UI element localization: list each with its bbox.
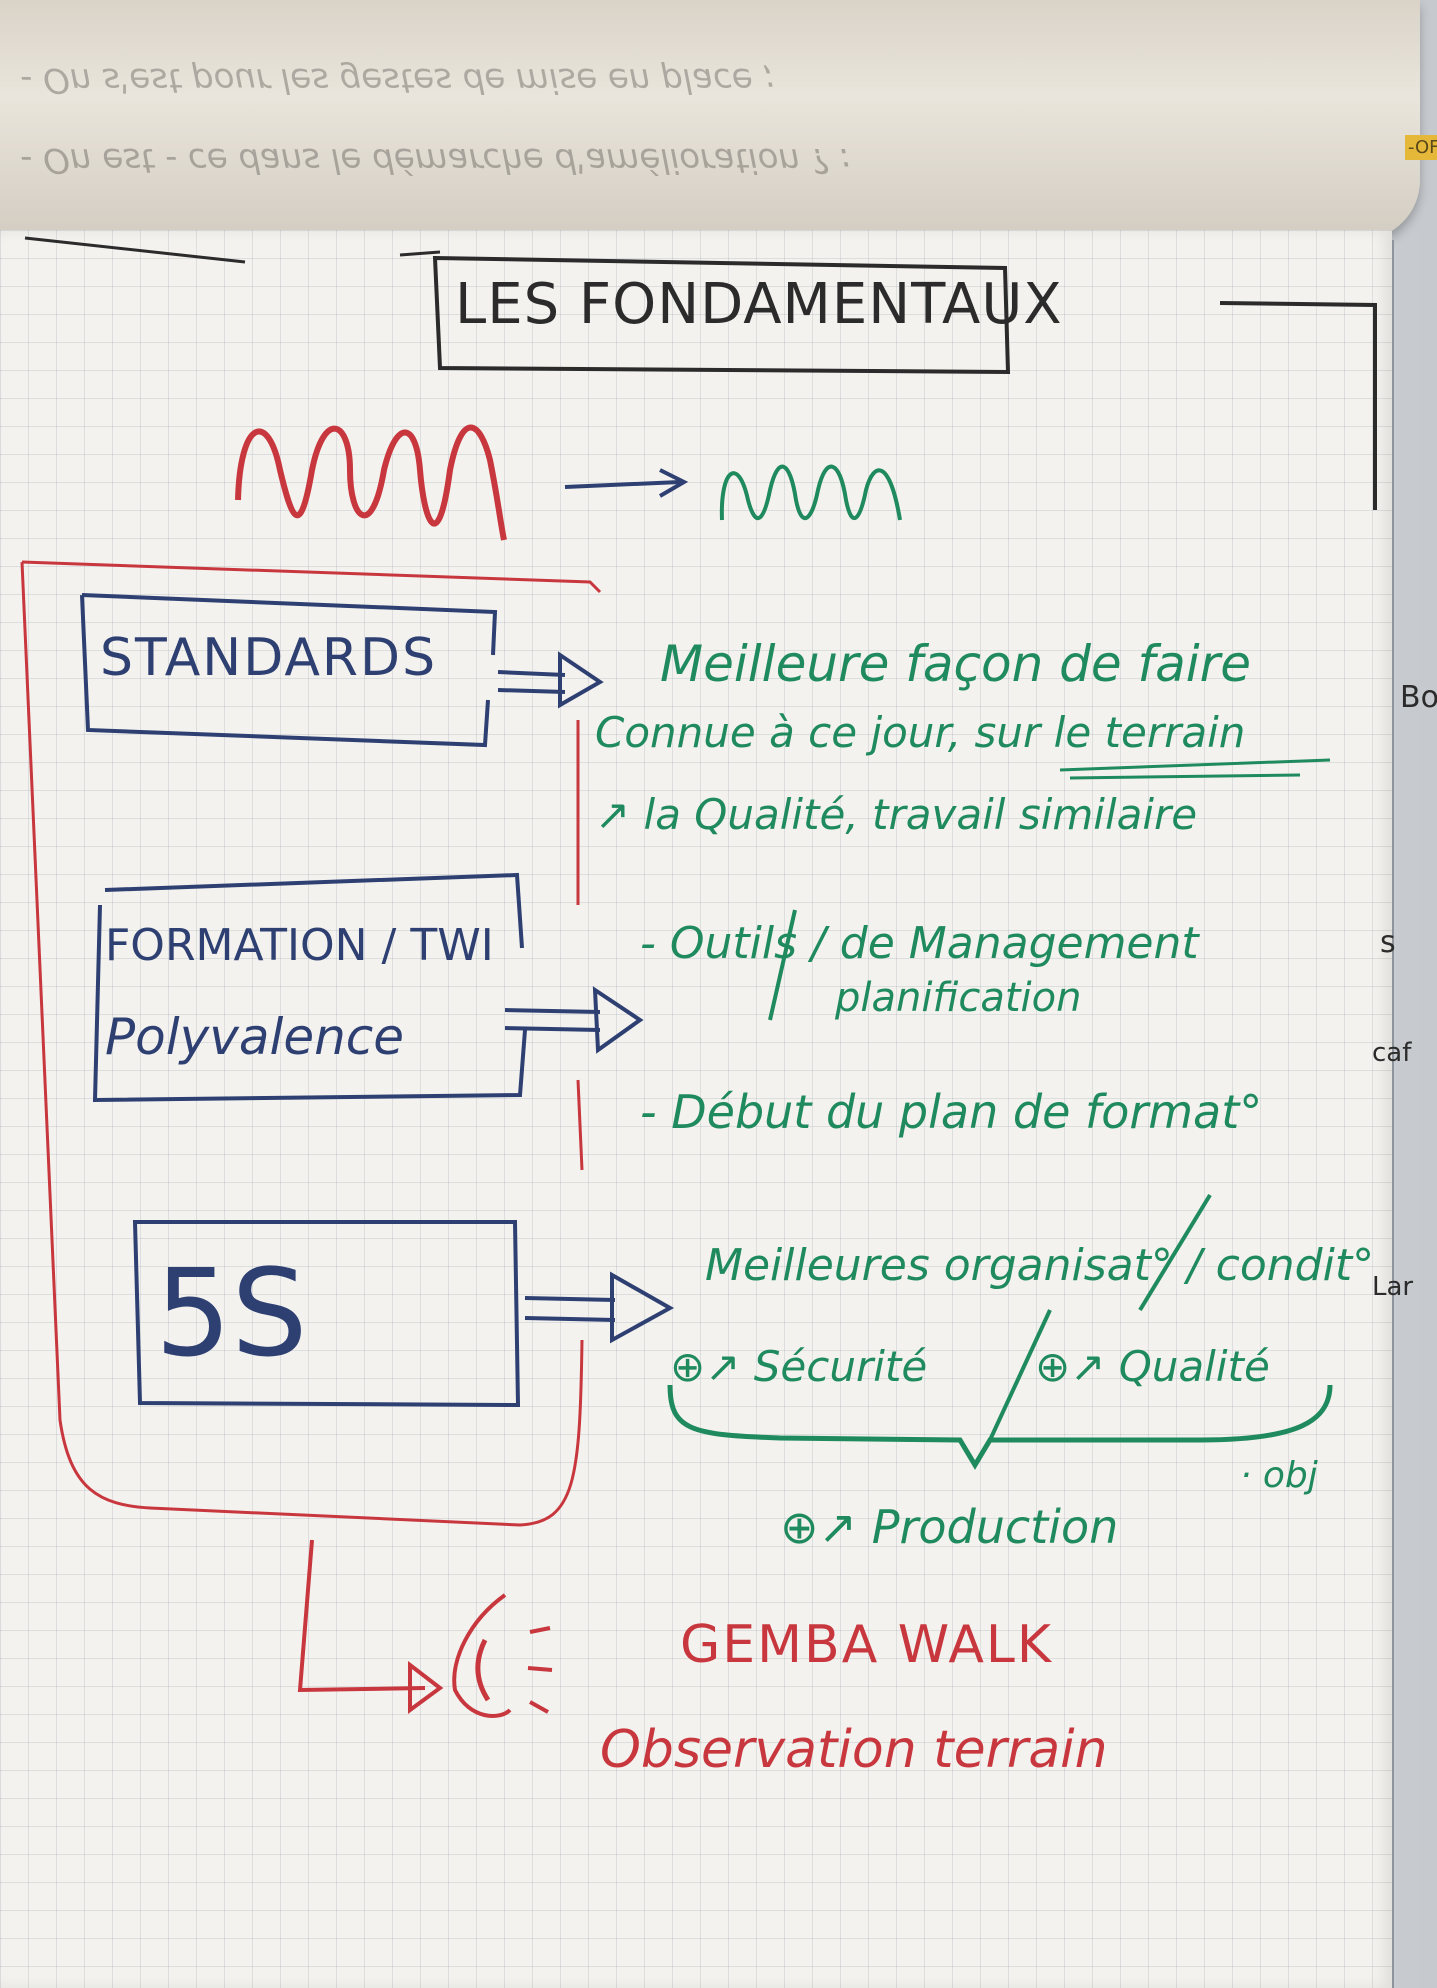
five-s-securite: ⊕↗ Sécurité [670,1342,928,1391]
polyvalence-label: Polyvalence [105,1008,405,1066]
standards-note-2: Connue à ce jour, sur le terrain [595,708,1246,757]
five-s-obj: · obj [1240,1455,1318,1496]
five-s-note-1: Meilleures organisat° / condit° [705,1240,1375,1291]
gemba-walk-title: GEMBA WALK [680,1615,1054,1675]
flipchart-page [0,230,1392,1988]
five-s-box-label: 5S [155,1245,308,1384]
standards-note-3: ↗ la Qualité, travail similaire [595,790,1198,839]
formation-box-label: FORMATION / TWI [105,920,494,971]
formation-note-3: - Début du plan de format° [640,1085,1263,1139]
edge-fragment-lar: Lar [1372,1272,1414,1302]
five-s-production: ⊕↗ Production [780,1500,1119,1554]
gemba-walk-subtitle: Observation terrain [600,1720,1108,1780]
edge-fragment-bo: Bo [1400,680,1437,715]
formation-note-1: - Outils / de Management [640,918,1199,969]
edge-fragment-s: s [1380,925,1396,960]
five-s-qualite: ⊕↗ Qualité [1035,1342,1270,1391]
edge-fragment-caf: caf [1372,1038,1412,1068]
flipchart-rolled-sheet: - On s'est pour les gestes de mise en pl… [0,0,1437,240]
standards-note-1: Meilleure façon de faire [660,635,1251,693]
edge-tag: -OF [1405,135,1437,160]
standards-box-label: STANDARDS [100,628,438,688]
formation-note-2: planification [835,975,1082,1021]
page-title: LES FONDAMENTAUX [455,272,1063,337]
